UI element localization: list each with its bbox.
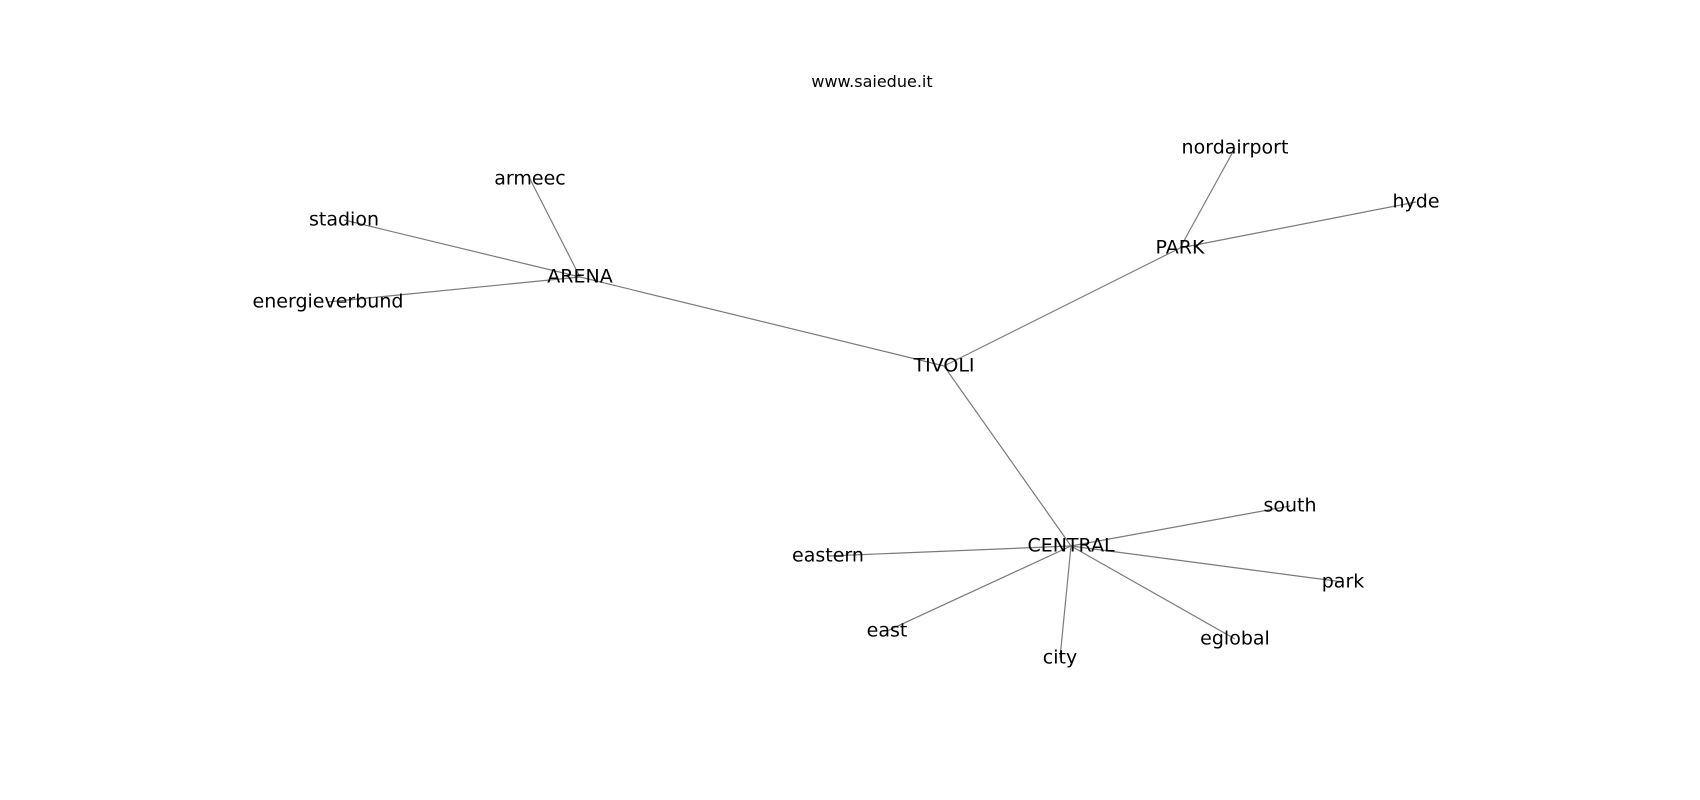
edge-tivoli-park	[943, 247, 1181, 367]
diagram-title: www.saiedue.it	[811, 72, 932, 91]
node-label-eglobal: eglobal	[1200, 628, 1270, 650]
node-label-arena: ARENA	[547, 266, 612, 288]
node-label-tivoli: TIVOLI	[912, 355, 974, 377]
edge-central-eastern	[827, 545, 1072, 557]
edge-arena-stadion	[343, 219, 581, 278]
node-label-park: PARK	[1156, 237, 1205, 259]
edges-layer	[327, 147, 1417, 659]
edge-central-park	[1070, 545, 1344, 583]
node-label-armeec: armeec	[494, 168, 565, 190]
edge-arena-armeec	[529, 178, 581, 278]
labels-layer: TIVOLI ARENA PARK CENTRAL armeec stadion energ…	[253, 137, 1440, 669]
edge-tivoli-central	[943, 365, 1072, 547]
edge-tivoli-arena	[579, 276, 945, 367]
node-label-city: city	[1043, 647, 1077, 669]
edge-park-hyde	[1179, 201, 1417, 249]
node-label-eastern: eastern	[792, 545, 864, 567]
edge-central-east	[886, 545, 1072, 632]
node-label-park: park	[1322, 571, 1365, 593]
node-label-south: south	[1263, 495, 1316, 517]
node-label-hyde: hyde	[1392, 191, 1439, 213]
edge-park-nordairport	[1179, 147, 1236, 249]
edge-central-city	[1059, 545, 1072, 659]
node-label-east: east	[867, 620, 908, 642]
node-label-central: CENTRAL	[1027, 535, 1115, 557]
node-label-stadion: stadion	[309, 209, 379, 231]
edge-arena-energieverbund	[327, 276, 581, 303]
edge-central-south	[1070, 505, 1291, 547]
node-label-energieverbund: energieverbund	[253, 291, 404, 313]
node-label-nordairport: nordairport	[1182, 137, 1289, 159]
edge-central-eglobal	[1070, 545, 1236, 640]
